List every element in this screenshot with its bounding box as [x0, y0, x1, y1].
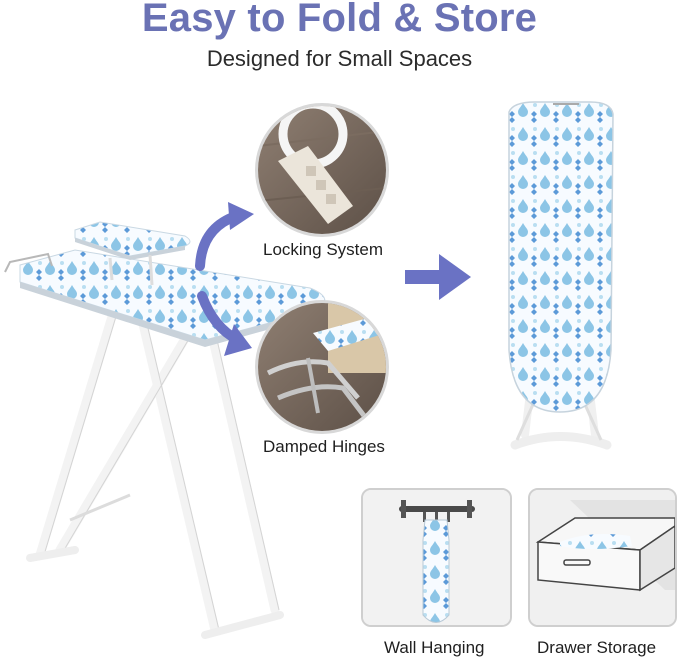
drawer-storage-photo — [528, 488, 677, 627]
locking-system-label: Locking System — [263, 240, 383, 259]
unfolded-ironing-board-illustration — [4, 221, 326, 639]
wall-hanging-label: Wall Hanging — [384, 638, 485, 657]
folded-ironing-board-illustration — [508, 101, 614, 450]
subheadline: Designed for Small Spaces — [206, 46, 473, 71]
right-arrow-icon — [405, 254, 471, 300]
headline: Easy to Fold & Store — [141, 0, 538, 40]
locking-system-photo — [255, 103, 389, 237]
wall-hanging-photo — [361, 488, 512, 627]
curved-arrows — [195, 202, 254, 356]
damped-hinges-photo — [255, 300, 389, 434]
drawer-storage-label: Drawer Storage — [537, 638, 657, 657]
damped-hinges-label: Damped Hinges — [263, 437, 385, 456]
